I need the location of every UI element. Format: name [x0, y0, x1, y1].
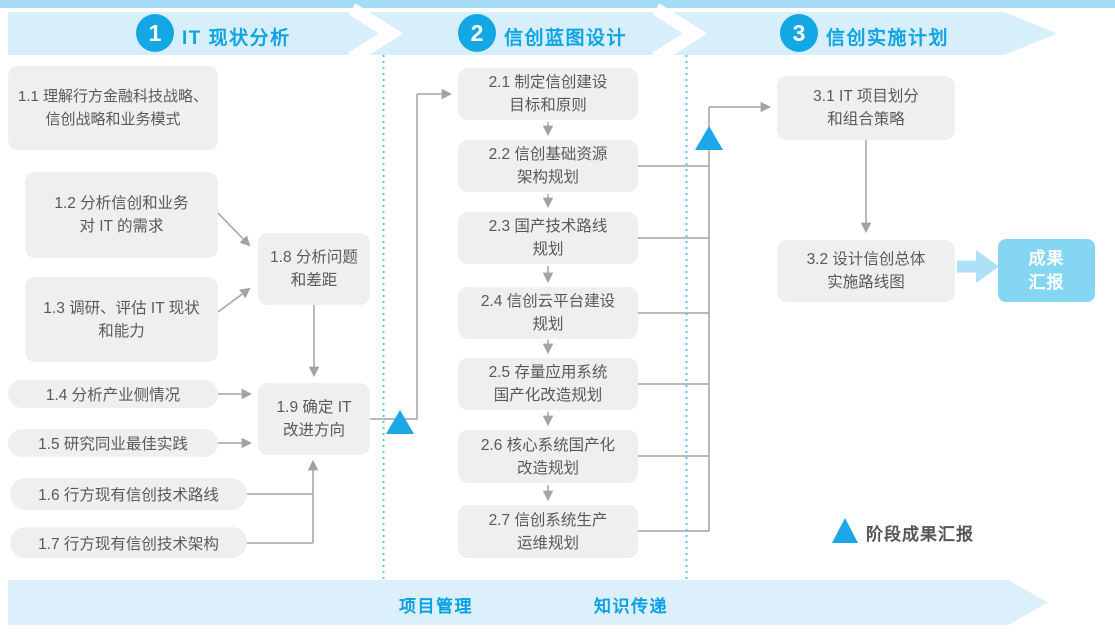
connector-lines — [217, 88, 872, 544]
phase-gate-triangle-icon — [386, 410, 414, 434]
footer-label-knowledge-transfer: 知识传递 — [594, 597, 668, 616]
step-box-1-5: 1.5 研究同业最佳实践 — [8, 429, 218, 457]
legend-triangle-icon — [832, 518, 858, 543]
phase-number-badge: 3 — [780, 14, 818, 52]
step-box-2-7: 2.7 信创系统生产 运维规划 — [458, 505, 638, 558]
step-box-2-4: 2.4 信创云平台建设 规划 — [458, 287, 638, 339]
step-box-2-1: 2.1 制定信创建设 目标和原则 — [458, 68, 638, 120]
step-box-1-6: 1.6 行方现有信创技术路线 — [10, 478, 247, 510]
phase-gate-triangle-icon — [695, 126, 723, 150]
step-box-3-1: 3.1 IT 项目划分 和组合策略 — [777, 76, 955, 140]
phase-title: 信创蓝图设计 — [504, 28, 628, 49]
step-box-1-3: 1.3 调研、评估 IT 现状 和能力 — [25, 277, 218, 362]
step-box-1-1: 1.1 理解行方金融科技战略、 信创战略和业务模式 — [8, 66, 218, 150]
phase-number-badge: 1 — [136, 14, 174, 52]
step-box-1-2: 1.2 分析信创和业务 对 IT 的需求 — [25, 172, 218, 258]
step-box-1-4: 1.4 分析产业侧情况 — [8, 380, 218, 408]
step-box-1-8: 1.8 分析问题 和差距 — [258, 233, 370, 305]
step-box-3-2: 3.2 设计信创总体 实施路线图 — [777, 240, 955, 302]
footer-label-project-management: 项目管理 — [399, 597, 473, 616]
phase-title: 信创实施计划 — [826, 28, 950, 49]
result-arrow-icon — [957, 250, 999, 283]
step-box-1-9: 1.9 确定 IT 改进方向 — [258, 383, 370, 455]
step-box-2-2: 2.2 信创基础资源 架构规划 — [458, 140, 638, 192]
phase-title: IT 现状分析 — [182, 28, 291, 49]
step-box-2-6: 2.6 核心系统国产化 改造规划 — [458, 430, 638, 483]
phase-separator-chevron-icon — [348, 3, 404, 64]
legend-label: 阶段成果汇报 — [866, 525, 974, 544]
top-strip — [0, 0, 1115, 8]
result-box: 成果 汇报 — [998, 239, 1095, 302]
phase-separator-chevron-icon — [652, 3, 708, 64]
phase-number-badge: 2 — [458, 14, 496, 52]
step-box-2-3: 2.3 国产技术路线 规划 — [458, 212, 638, 264]
step-box-2-5: 2.5 存量应用系统 国产化改造规划 — [458, 358, 638, 410]
step-box-1-7: 1.7 行方现有信创技术架构 — [10, 527, 247, 558]
footer-banner — [8, 580, 1048, 625]
